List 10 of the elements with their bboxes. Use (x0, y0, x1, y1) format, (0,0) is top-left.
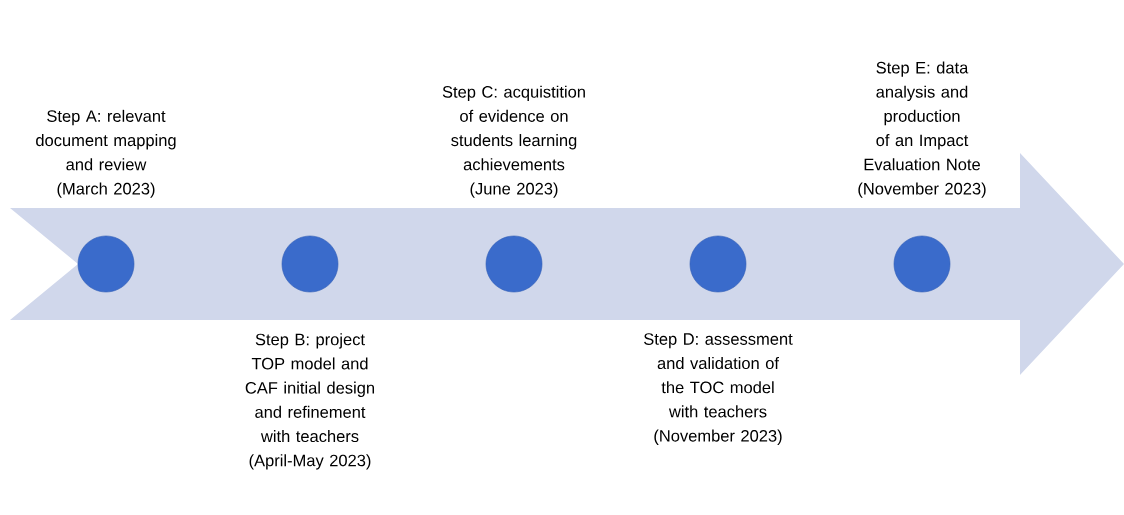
step-label: Step B: project TOP model and CAF initial design and refinement with teachers (April-May 2023) (245, 333, 374, 470)
milestone-circle (77, 235, 135, 293)
milestone-circle (281, 235, 339, 293)
step-label: Step A: relevant document mapping and review (March 2023) (36, 109, 176, 198)
milestone-circle (485, 235, 543, 293)
step-label: Step C: acquistition of evidence on students learning achievements (June 2023) (442, 85, 585, 198)
milestone-circle (893, 235, 951, 293)
milestone-circle (689, 235, 747, 293)
step-label: Step E: data analysis and production of an Impact Evaluation Note (November 2023) (858, 61, 986, 198)
step-label: Step D: assessment and validation of the TOC model with teachers (November 2023) (644, 333, 793, 445)
